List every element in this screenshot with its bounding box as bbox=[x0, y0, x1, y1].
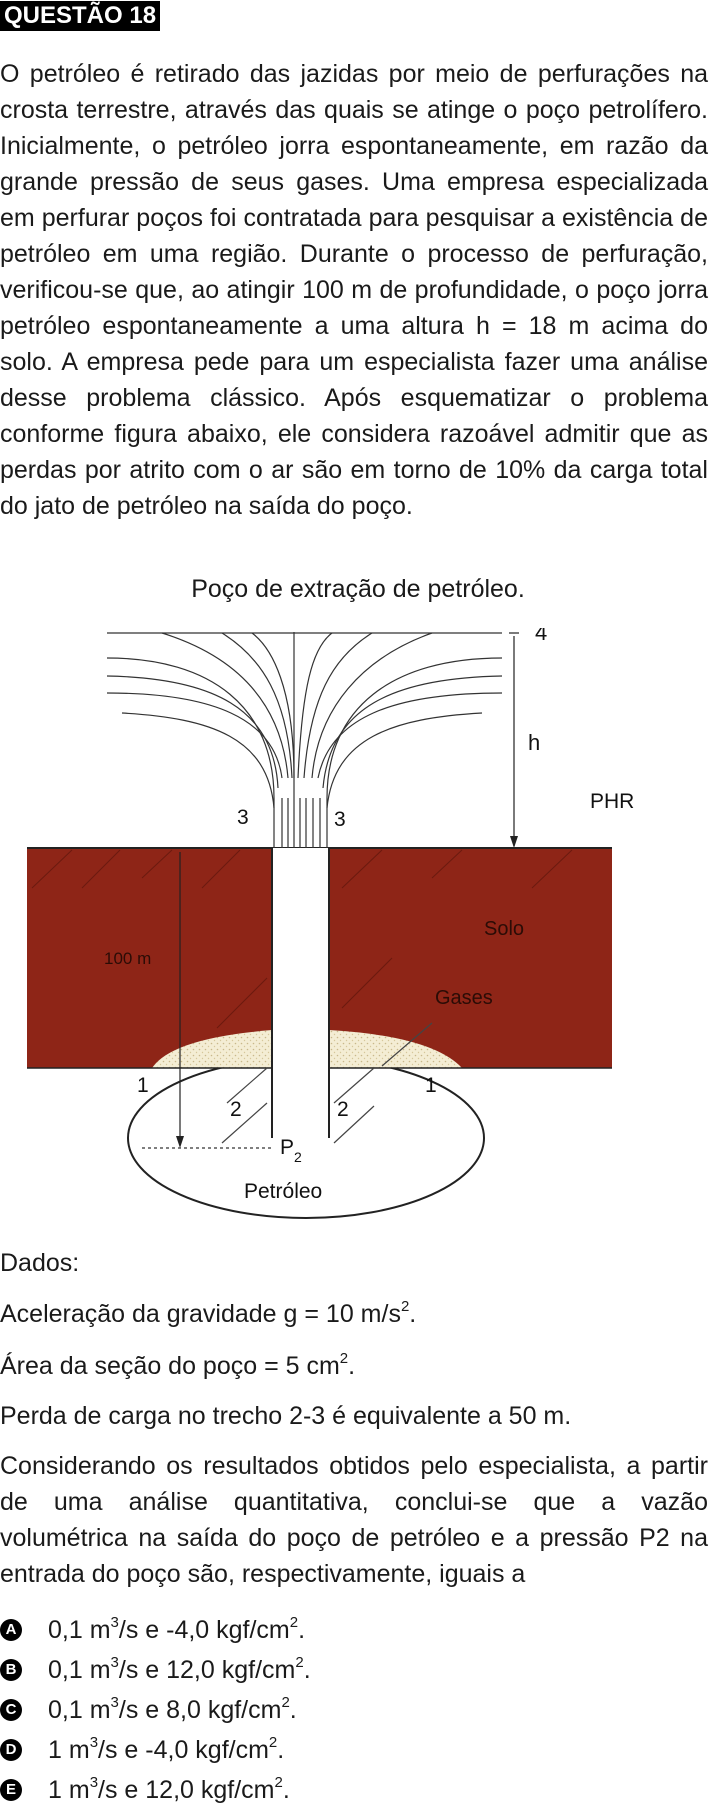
label-petroleo: Petróleo bbox=[244, 1180, 322, 1203]
option-e-text: 1 m3/s e 12,0 kgf/cm2. bbox=[48, 1773, 290, 1804]
option-c[interactable]: C 0,1 m3/s e 8,0 kgf/cm2. bbox=[0, 1692, 716, 1728]
oil-well-figure: 4 h PHR 3 3 100 m Solo Gases 1 1 2 2 P2 … bbox=[12, 620, 702, 1238]
option-a-badge: A bbox=[0, 1619, 22, 1641]
gas-top-right bbox=[329, 1030, 462, 1068]
label-p2: P2 bbox=[280, 1136, 302, 1165]
option-c-text: 0,1 m3/s e 8,0 kgf/cm2. bbox=[48, 1693, 297, 1724]
option-b[interactable]: B 0,1 m3/s e 12,0 kgf/cm2. bbox=[0, 1652, 716, 1688]
question-title: QUESTÃO 18 bbox=[0, 1, 161, 31]
label-point-2-left: 2 bbox=[230, 1098, 242, 1121]
oil-well-diagram: 4 h PHR 3 3 100 m Solo Gases 1 1 2 2 P2 … bbox=[27, 620, 634, 1219]
label-point-4: 4 bbox=[535, 628, 547, 645]
option-e[interactable]: E 1 m3/s e 12,0 kgf/cm2. bbox=[0, 1772, 716, 1808]
label-depth: 100 m bbox=[104, 949, 151, 968]
question-statement: O petróleo é retirado das jazidas por me… bbox=[0, 60, 708, 520]
label-solo: Solo bbox=[484, 918, 524, 940]
data-loss: Perda de carga no trecho 2-3 é equivalen… bbox=[0, 1402, 572, 1430]
label-point-3-left: 3 bbox=[237, 806, 249, 829]
label-point-1-right: 1 bbox=[425, 1074, 437, 1097]
figure-caption: Poço de extração de petróleo. bbox=[191, 575, 525, 603]
data-heading: Dados: bbox=[0, 1249, 80, 1277]
option-d-text: 1 m3/s e -4,0 kgf/cm2. bbox=[48, 1733, 285, 1764]
data-gravity: Aceleração da gravidade g = 10 m/s2. bbox=[0, 1297, 417, 1328]
gas-top-left bbox=[152, 1030, 272, 1068]
option-d[interactable]: D 1 m3/s e -4,0 kgf/cm2. bbox=[0, 1732, 716, 1768]
option-d-badge: D bbox=[0, 1739, 22, 1761]
label-h: h bbox=[528, 730, 540, 755]
option-c-badge: C bbox=[0, 1699, 22, 1721]
option-e-badge: E bbox=[0, 1779, 22, 1801]
label-point-2-right: 2 bbox=[337, 1098, 349, 1121]
label-phr: PHR bbox=[590, 790, 634, 813]
label-point-3-right: 3 bbox=[334, 808, 346, 831]
option-a[interactable]: A 0,1 m3/s e -4,0 kgf/cm2. bbox=[0, 1612, 716, 1648]
well-pipe bbox=[272, 848, 329, 1138]
label-gases: Gases bbox=[435, 987, 493, 1009]
label-point-1-left: 1 bbox=[137, 1074, 149, 1097]
option-b-text: 0,1 m3/s e 12,0 kgf/cm2. bbox=[48, 1653, 311, 1684]
oil-jet bbox=[106, 632, 503, 848]
option-b-badge: B bbox=[0, 1659, 22, 1681]
option-a-text: 0,1 m3/s e -4,0 kgf/cm2. bbox=[48, 1613, 306, 1644]
data-area: Área da seção do poço = 5 cm2. bbox=[0, 1349, 356, 1380]
question-prompt: Considerando os resultados obtidos pelo … bbox=[0, 1452, 708, 1588]
